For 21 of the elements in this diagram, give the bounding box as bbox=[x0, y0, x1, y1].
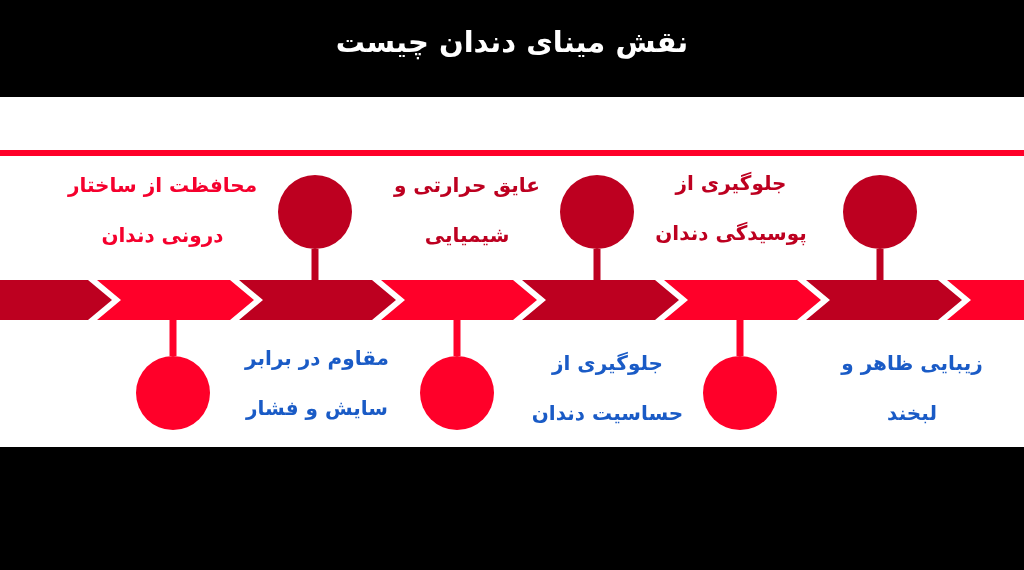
chevron-segment bbox=[522, 280, 679, 320]
chevron-segment bbox=[97, 280, 254, 320]
title: نقش مینای دندان چیست bbox=[335, 24, 689, 62]
feature-label: مقاوم در برابر سایش و فشار bbox=[243, 345, 390, 422]
chevron-segment bbox=[806, 280, 962, 320]
chevron-segment bbox=[239, 280, 396, 320]
feature-label: جلوگیری از حساسیت دندان bbox=[530, 350, 685, 427]
chevron-segment bbox=[664, 280, 821, 320]
feature-label: عایق حرارتی و شیمیایی bbox=[392, 172, 541, 249]
feature-label: زیبایی ظاهر و لبخند bbox=[839, 350, 984, 427]
connector-stem bbox=[311, 249, 319, 280]
chevron-segment bbox=[381, 280, 537, 320]
connector-stem bbox=[736, 320, 744, 356]
feature-label: محافظت از ساختار درونی دندان bbox=[66, 172, 259, 249]
connector-stem bbox=[453, 320, 461, 356]
connector-stem bbox=[169, 320, 177, 356]
connector-stem bbox=[876, 249, 884, 280]
connector-stem bbox=[593, 249, 601, 280]
chevron-segment bbox=[947, 280, 1024, 320]
feature-label: جلوگیری از پوسیدگی دندان bbox=[654, 170, 808, 248]
chevron-segment bbox=[0, 280, 112, 320]
